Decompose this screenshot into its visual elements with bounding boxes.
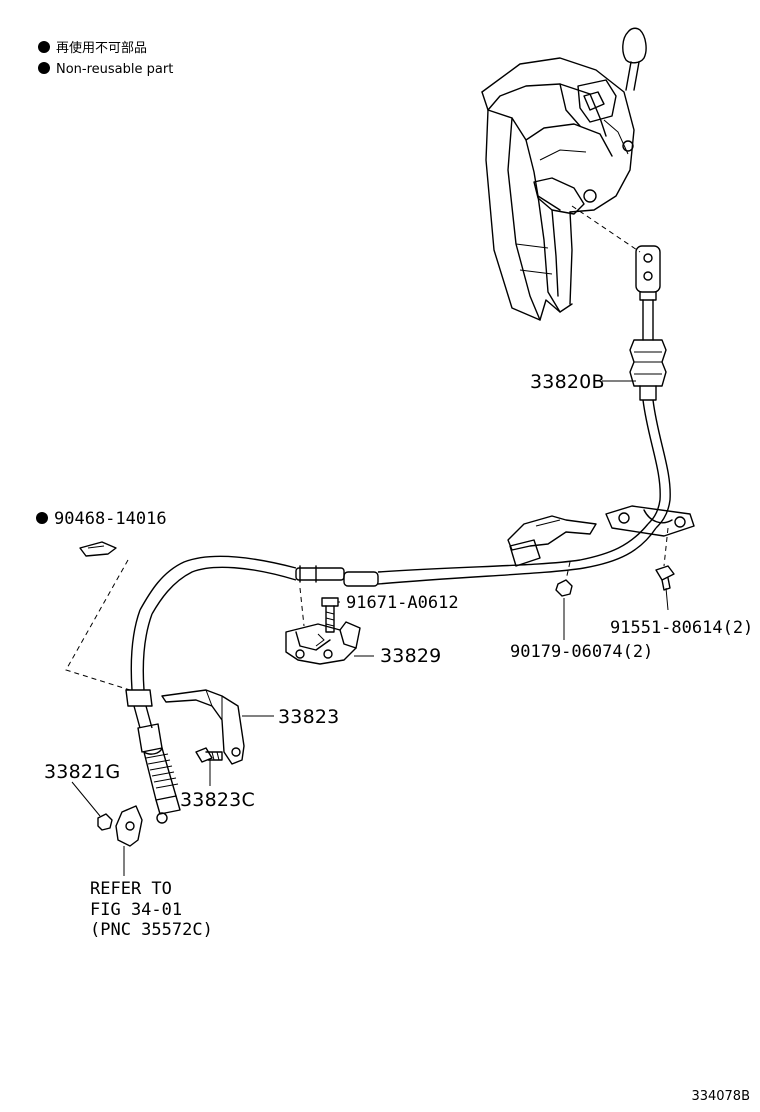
- bracket-33829: [285, 621, 361, 665]
- shift-lever-bracket: [115, 805, 143, 847]
- bolt-91671: [321, 597, 339, 633]
- label-33820b: 33820B: [530, 371, 605, 393]
- refer-line-2: FIG 34-01: [90, 900, 182, 920]
- nut-33821g: [97, 813, 113, 831]
- label-90179-06074: 90179-06074(2): [510, 642, 653, 662]
- label-91671-a0612: 91671-A0612: [346, 593, 459, 613]
- transmission-control-cable-main: [125, 523, 657, 824]
- leader-lines: [71, 380, 669, 876]
- nut-90179: [555, 579, 573, 597]
- shift-lever-assembly: [481, 27, 647, 321]
- label-90468-14016: 90468-14016: [54, 509, 167, 529]
- bolt-91551: [655, 565, 675, 591]
- label-33823: 33823: [278, 706, 339, 728]
- clip-90468: [79, 541, 117, 557]
- label-33829: 33829: [380, 645, 441, 667]
- label-33821g: 33821G: [44, 761, 120, 783]
- legend-jp: 再使用不可部品: [56, 40, 147, 56]
- label-91551-80614: 91551-80614(2): [610, 618, 753, 638]
- figure-code: 334078B: [691, 1089, 750, 1104]
- refer-line-3: (PNC 35572C): [90, 920, 213, 940]
- bolt-33823c: [195, 747, 223, 763]
- transmission-control-cable-upper: [629, 245, 671, 529]
- refer-note: REFER TO FIG 34-01 (PNC 35572C): [90, 879, 213, 940]
- filled-circle-icon: [38, 62, 50, 74]
- bracket-33823: [161, 689, 245, 765]
- refer-line-1: REFER TO: [90, 879, 172, 899]
- filled-circle-icon: [36, 512, 48, 524]
- legend-en: Non-reusable part: [56, 62, 173, 77]
- legend: 再使用不可部品 Non-reusable part: [38, 40, 173, 77]
- filled-circle-icon: [38, 41, 50, 53]
- label-33823c: 33823C: [180, 789, 255, 811]
